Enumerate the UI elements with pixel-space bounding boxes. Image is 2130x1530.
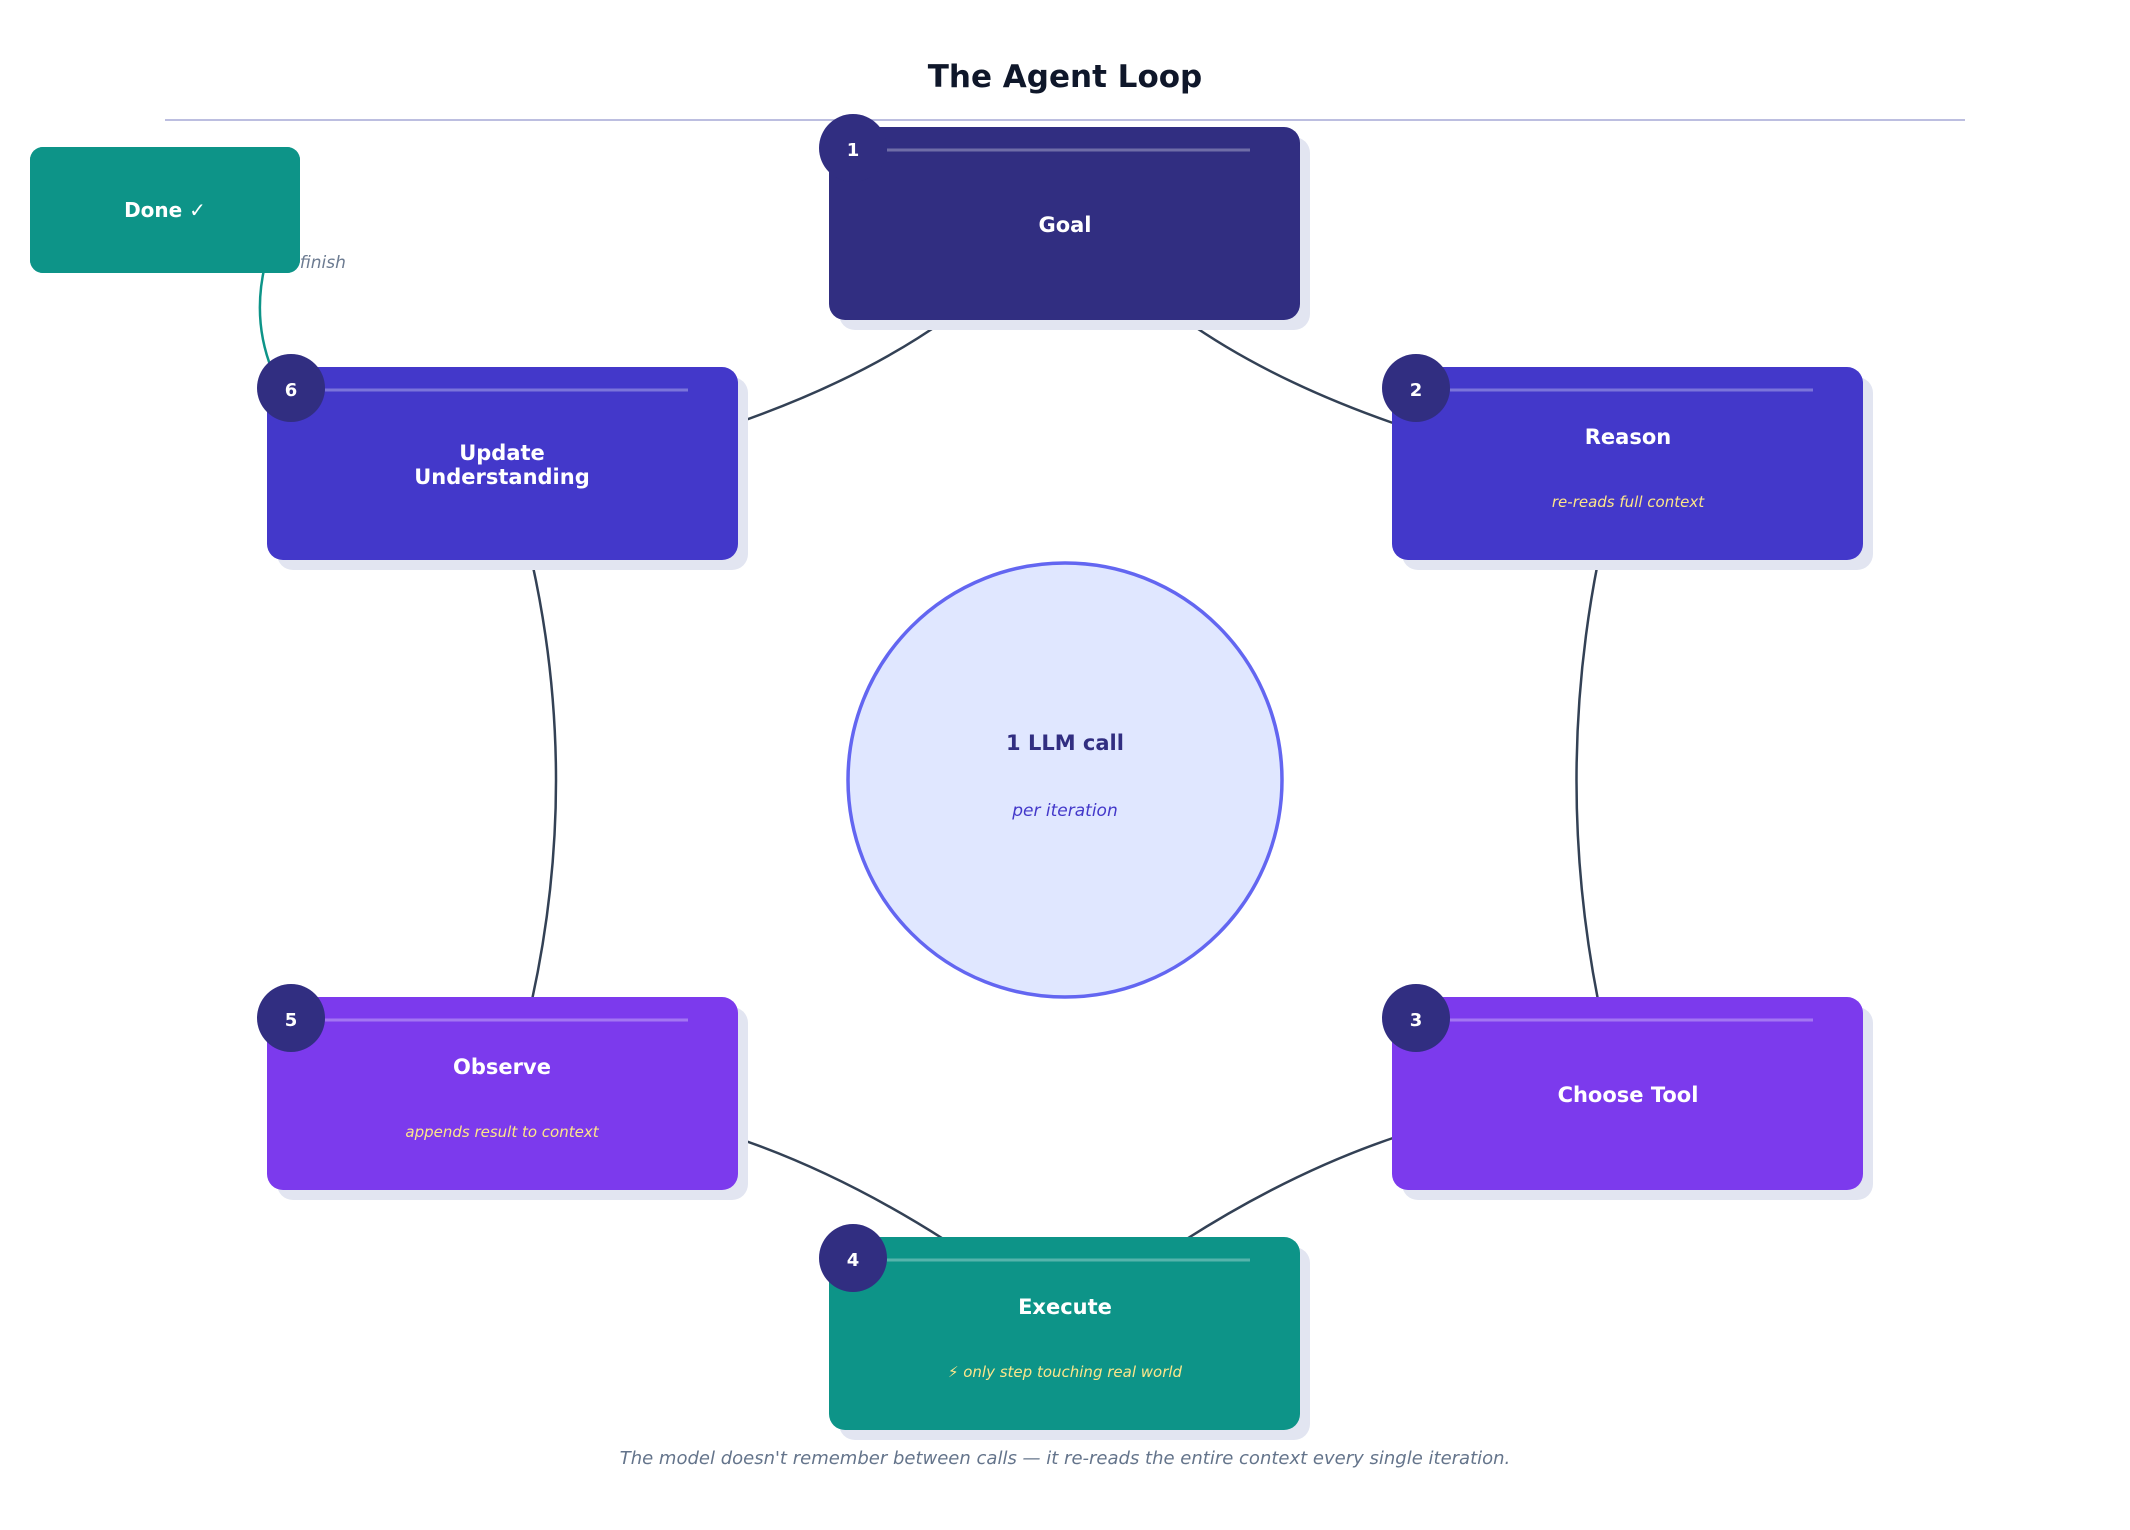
step-number: 4 [847, 1250, 860, 1271]
step-observe: 5 Observe appends result to context [257, 984, 748, 1200]
loop-arrows [530, 318, 1600, 1242]
center-sublabel: per iteration [1011, 801, 1117, 821]
center-label: 1 LLM call [1006, 731, 1124, 755]
arrow-update-to-done [258, 264, 274, 371]
center-node: 1 LLM call per iteration [846, 561, 1284, 999]
step-number-badge [257, 354, 325, 422]
step-number-badge [1382, 984, 1450, 1052]
step-choose-tool: 3 Choose Tool [1382, 984, 1873, 1200]
done-node-cover [30, 147, 300, 273]
step-label: Goal [1038, 213, 1091, 237]
step-label: Reason [1585, 425, 1671, 449]
step-note: ⚡ only step touching real world [948, 1363, 1183, 1381]
step-update-understanding: 6 Update Understanding [257, 354, 748, 570]
step-label: Observe [453, 1055, 551, 1079]
step-number: 1 [847, 140, 860, 161]
step-number: 2 [1410, 380, 1423, 401]
step-goal: 1 Goal [819, 114, 1310, 330]
arrow-choose-tool-to-execute [1184, 1136, 1394, 1242]
step-note: appends result to context [405, 1123, 599, 1141]
step-number: 5 [285, 1010, 298, 1031]
step-number: 6 [285, 380, 298, 401]
step-number-badge [257, 984, 325, 1052]
step-number-badge [819, 1224, 887, 1292]
step-label-line2: Understanding [414, 465, 590, 489]
caption: The model doesn't remember between calls… [620, 1448, 1511, 1469]
arrow-goal-to-reason [1184, 318, 1394, 425]
step-note: re-reads full context [1552, 493, 1705, 511]
page-title: The Agent Loop [928, 59, 1202, 95]
step-execute: 4 Execute ⚡ only step touching real worl… [819, 1224, 1310, 1440]
step-number-badge [819, 114, 887, 182]
step-reason: 2 Reason re-reads full context [1382, 354, 1873, 570]
step-label: Choose Tool [1558, 1083, 1699, 1107]
arrow-reason-to-choose-tool [1575, 561, 1600, 1001]
arrow-execute-to-observe [736, 1136, 946, 1242]
step-number-badge [1382, 354, 1450, 422]
step-label: Update [459, 441, 545, 465]
arrow-observe-to-update [530, 561, 558, 1001]
arrow-update-to-goal [736, 318, 946, 425]
step-number: 3 [1410, 1010, 1423, 1031]
step-label: Execute [1018, 1295, 1112, 1319]
done-label-front: Done ✓ [124, 198, 206, 222]
